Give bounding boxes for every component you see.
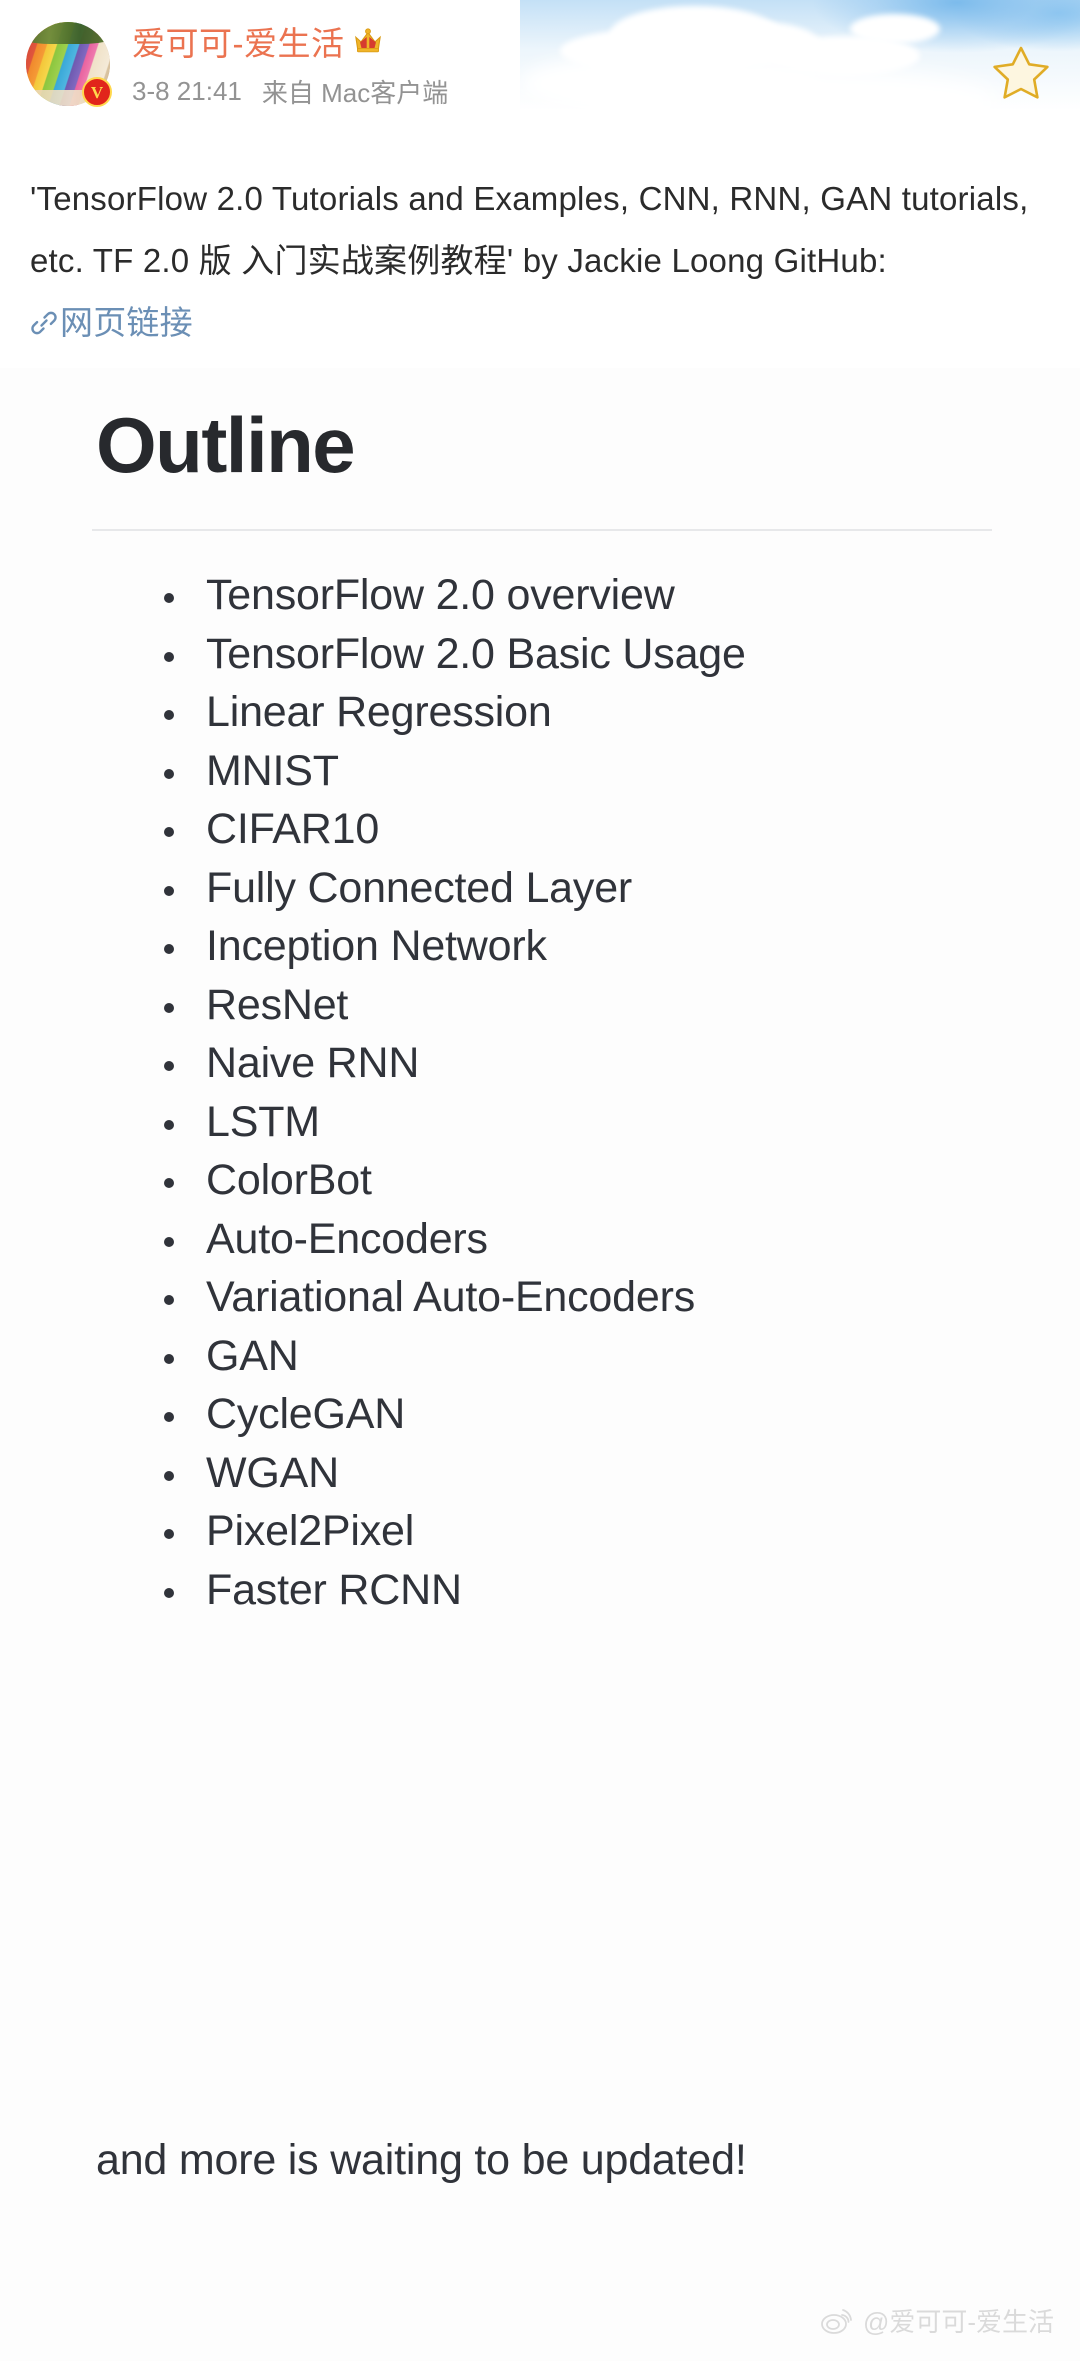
star-icon[interactable]	[990, 40, 1052, 102]
list-item: Naive RNN	[150, 1034, 1030, 1093]
list-item: GAN	[150, 1327, 1030, 1386]
header-text-block: 爱可可-爱生活 3-8 21:41 来自 Mac客户端	[132, 18, 448, 110]
list-item: Linear Regression	[150, 683, 1030, 742]
watermark-text: @爱可可-爱生活	[862, 2307, 1054, 2337]
post-meta-row: 3-8 21:41 来自 Mac客户端	[132, 73, 448, 110]
slide-divider	[92, 529, 992, 531]
list-item: WGAN	[150, 1444, 1030, 1503]
list-item: Fully Connected Layer	[150, 859, 1030, 918]
slide-title: Outline	[96, 401, 356, 489]
list-item: Faster RCNN	[150, 1561, 1030, 1620]
post-timestamp: 3-8 21:41	[132, 76, 242, 106]
list-item: MNIST	[150, 742, 1030, 801]
post-text-content: 'TensorFlow 2.0 Tutorials and Examples, …	[30, 180, 1029, 279]
post-header: V 爱可可-爱生活 3-8 21:41 来自 Mac客户端	[0, 0, 1080, 160]
list-item: Inception Network	[150, 917, 1030, 976]
list-item: Variational Auto-Encoders	[150, 1268, 1030, 1327]
list-item: TensorFlow 2.0 overview	[150, 566, 1030, 625]
list-item: CIFAR10	[150, 800, 1030, 859]
list-item: ColorBot	[150, 1151, 1030, 1210]
slide-footer-text: and more is waiting to be updated!	[96, 2136, 747, 2184]
list-item: LSTM	[150, 1093, 1030, 1152]
list-item: ResNet	[150, 976, 1030, 1035]
webpage-link[interactable]: 网页链接	[30, 304, 193, 341]
list-item: Pixel2Pixel	[150, 1502, 1030, 1561]
link-icon	[30, 295, 58, 335]
list-item: CycleGAN	[150, 1385, 1030, 1444]
avatar[interactable]: V	[26, 22, 112, 107]
post-body-text: 'TensorFlow 2.0 Tutorials and Examples, …	[30, 168, 1050, 354]
cake-top-graphic	[26, 22, 110, 44]
embedded-slide-image[interactable]: Outline TensorFlow 2.0 overview TensorFl…	[0, 368, 1080, 2361]
avatar-image	[26, 22, 110, 106]
list-item: Auto-Encoders	[150, 1210, 1030, 1269]
weibo-eye-logo-icon	[819, 2304, 853, 2338]
username[interactable]: 爱可可-爱生活	[132, 25, 345, 62]
webpage-link-label: 网页链接	[60, 304, 193, 341]
username-row: 爱可可-爱生活	[132, 18, 448, 64]
list-item: TensorFlow 2.0 Basic Usage	[150, 625, 1030, 684]
outline-list: TensorFlow 2.0 overview TensorFlow 2.0 B…	[150, 566, 1030, 1619]
verified-badge-icon: V	[82, 77, 112, 107]
crown-icon	[353, 27, 383, 55]
watermark: @爱可可-爱生活	[819, 2302, 1054, 2339]
post-source: 来自 Mac客户端	[261, 78, 449, 108]
